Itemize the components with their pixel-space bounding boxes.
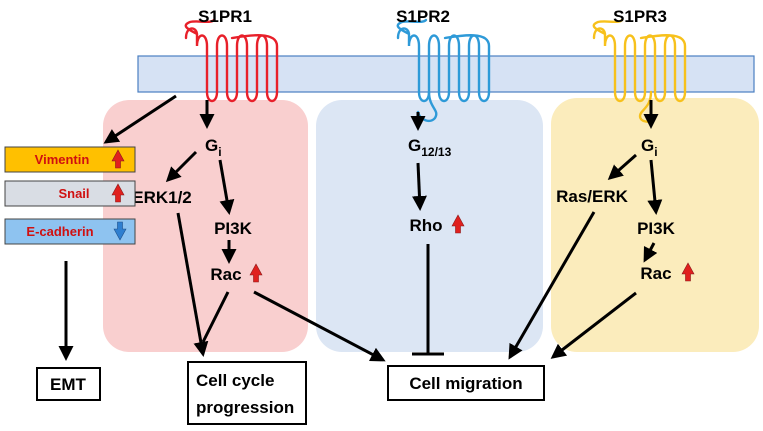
cell-cycle-box (187, 361, 307, 425)
g1213-node: G12/13 (408, 136, 452, 159)
receptor-s1pr2-label: S1PR2 (396, 7, 450, 26)
arrow-erk-to-cellcycle (176, 212, 209, 357)
erk12-node: ERK1/2 (132, 188, 192, 207)
panel-s1pr1 (103, 100, 308, 352)
receptor-s1pr2-icon (396, 18, 491, 103)
panel-s1pr2 (316, 100, 543, 352)
cell-migration-label: Cell migration (409, 374, 522, 393)
ecadherin-box (4, 218, 136, 245)
rac-node-3: Rac (640, 264, 671, 283)
gi-node-3: Gi (641, 136, 658, 159)
receptor-s1pr3-icon (592, 18, 687, 103)
cell-cycle-label-2: progression (196, 398, 294, 417)
arrow-s1pr1-to-markers (103, 94, 177, 144)
receptor-s1pr3-label: S1PR3 (613, 7, 667, 26)
panel-s1pr3 (551, 98, 759, 352)
cell-cycle-label-1: Cell cycle (196, 371, 274, 390)
cell-migration-box (387, 365, 545, 401)
arrow-pi3k-to-rac-3 (643, 242, 658, 263)
rho-node: Rho (409, 216, 442, 235)
ras-erk-node: Ras/ERK (556, 187, 629, 206)
arrow-rac-to-migration (253, 290, 386, 362)
arrow-gi-to-pi3k (218, 159, 235, 215)
vimentin-label: Vimentin (35, 152, 90, 167)
receptor-s1pr1-label: S1PR1 (198, 7, 252, 26)
arrow-rac3-to-migration (550, 291, 637, 359)
receptor-s1pr1-icon (184, 18, 279, 103)
pathway2-arrows (410, 112, 444, 356)
arrow-gi-to-pi3k-3 (647, 159, 663, 215)
arrow-g1213-to-rho (411, 162, 427, 211)
arrow-gi-to-ras (607, 153, 637, 180)
emt-box (36, 367, 101, 401)
ecadherin-label: E-cadherin (26, 224, 93, 239)
pathway1-arrows (58, 94, 386, 362)
snail-label: Snail (58, 186, 89, 201)
arrow-gi-to-erk (165, 150, 198, 183)
cell-membrane (137, 55, 755, 93)
pi3k-node-1: PI3K (214, 219, 253, 238)
pi3k-node-3: PI3K (637, 219, 676, 238)
arrow-rac-to-cellcycle (201, 291, 230, 343)
emt-label: EMT (50, 375, 87, 394)
rac-node-1: Rac (210, 265, 241, 284)
arrow-ras-to-migration (508, 211, 596, 360)
pathway3-arrows (508, 100, 663, 360)
gi-node-1: Gi (205, 136, 222, 159)
